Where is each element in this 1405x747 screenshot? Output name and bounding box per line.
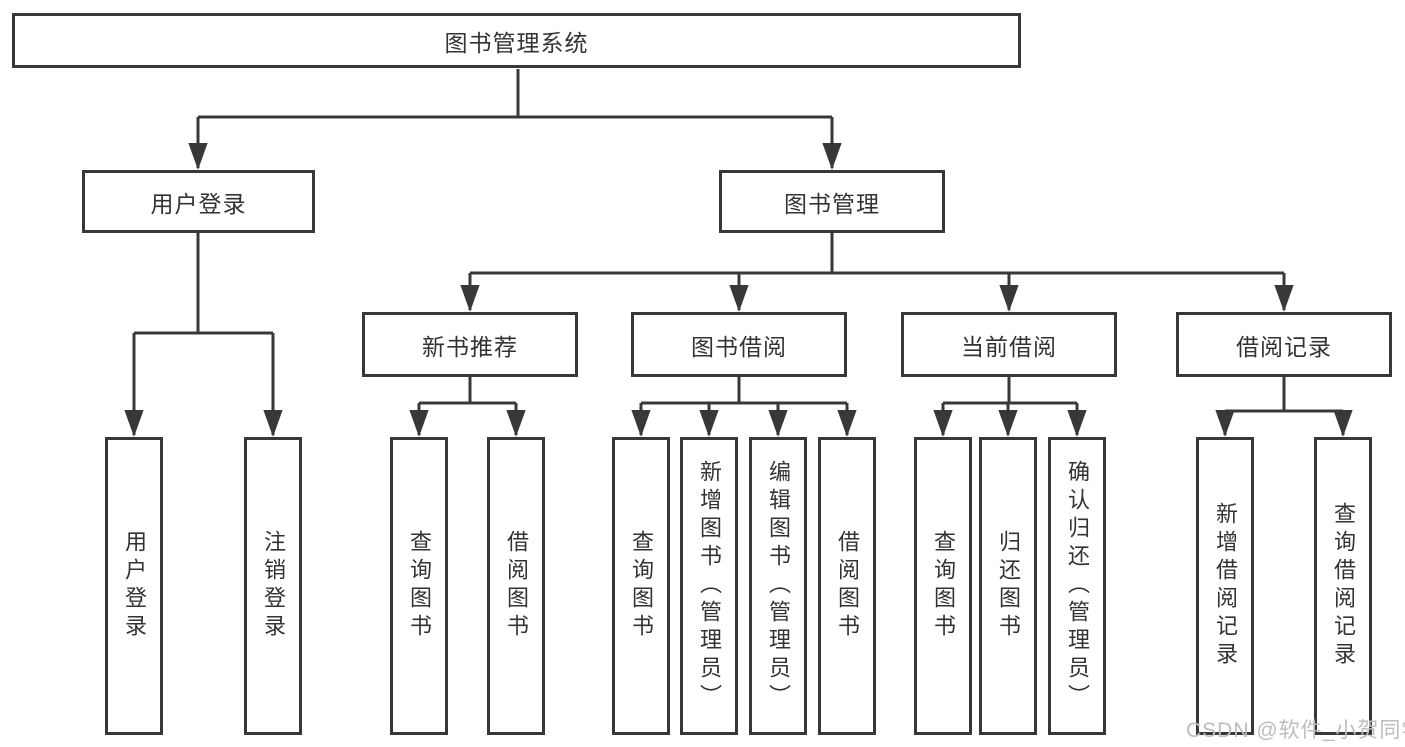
node-label: 确认归还（管理员） bbox=[1065, 460, 1090, 712]
node-user-login: 用户登录 bbox=[105, 437, 163, 735]
node-borrowing-records: 借阅记录 bbox=[1176, 312, 1392, 377]
node-label: 新增图书（管理员） bbox=[697, 460, 722, 712]
node-label: 查询借阅记录 bbox=[1331, 502, 1356, 670]
node-user-login-group: 用户登录 bbox=[82, 170, 315, 233]
node-rec-query-books: 查询图书 bbox=[390, 437, 448, 735]
node-confirm-return-admin: 确认归还（管理员） bbox=[1048, 437, 1106, 735]
node-label: 新书推荐 bbox=[422, 333, 518, 360]
node-return-books: 归还图书 bbox=[979, 437, 1037, 735]
node-book-management: 图书管理 bbox=[719, 170, 945, 233]
node-label: 编辑图书（管理员） bbox=[766, 460, 791, 712]
node-edit-books-admin: 编辑图书（管理员） bbox=[749, 437, 807, 735]
node-label: 查询图书 bbox=[931, 530, 956, 642]
node-label: 归还图书 bbox=[996, 530, 1021, 642]
node-add-books-admin: 新增图书（管理员） bbox=[680, 437, 738, 735]
node-label: 用户登录 bbox=[122, 530, 147, 642]
node-current-borrowing: 当前借阅 bbox=[901, 312, 1117, 377]
node-label: 查询图书 bbox=[629, 530, 654, 642]
node-add-borrow-record: 新增借阅记录 bbox=[1196, 437, 1254, 735]
node-logout: 注销登录 bbox=[244, 437, 302, 735]
node-label: 图书管理系统 bbox=[444, 29, 589, 56]
node-label: 图书管理 bbox=[784, 190, 880, 217]
csdn-watermark: CSDN @软件_小贺同学 bbox=[1186, 719, 1405, 742]
node-label: 借阅图书 bbox=[835, 530, 860, 642]
node-borrow-books: 借阅图书 bbox=[818, 437, 876, 735]
node-label: 当前借阅 bbox=[961, 333, 1057, 360]
node-label: 借阅图书 bbox=[504, 530, 529, 642]
node-rec-borrow-books: 借阅图书 bbox=[487, 437, 545, 735]
node-label: 注销登录 bbox=[261, 530, 286, 642]
node-label: 查询图书 bbox=[407, 530, 432, 642]
node-borrow-query-books: 查询图书 bbox=[612, 437, 670, 735]
node-label: 用户登录 bbox=[150, 190, 247, 217]
node-new-book-recommendation: 新书推荐 bbox=[362, 312, 578, 377]
node-label: 图书借阅 bbox=[691, 333, 787, 360]
node-book-borrowing: 图书借阅 bbox=[631, 312, 847, 377]
node-label: 新增借阅记录 bbox=[1213, 502, 1238, 670]
node-library-management-system: 图书管理系统 bbox=[12, 13, 1021, 68]
node-query-borrow-record: 查询借阅记录 bbox=[1314, 437, 1372, 735]
node-current-query-books: 查询图书 bbox=[914, 437, 972, 735]
node-label: 借阅记录 bbox=[1236, 333, 1332, 360]
